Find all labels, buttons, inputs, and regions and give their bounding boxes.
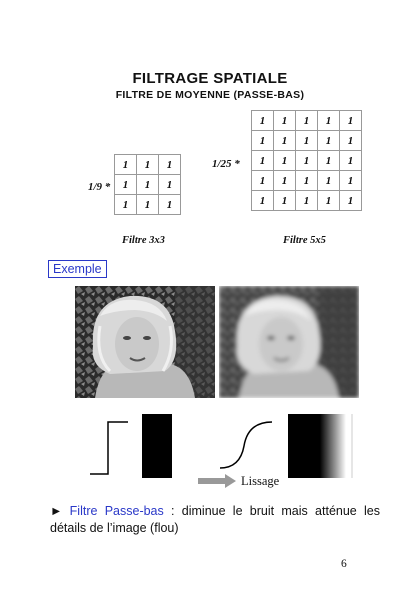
kernel-cell: 1 (158, 194, 181, 215)
description-paragraph: ► Filtre Passe-bas : diminue le bruit ma… (50, 503, 380, 537)
kernel-cell: 1 (317, 190, 340, 211)
step-diagram (90, 414, 353, 488)
kernel-cell: 1 (136, 174, 159, 195)
step-edge-sharp (90, 421, 128, 475)
kernel-cell: 1 (251, 190, 274, 211)
example-label: Exemple (48, 260, 107, 278)
blurred-edge-block (288, 414, 346, 478)
kernel-cell: 1 (158, 174, 181, 195)
kernel-cell: 1 (339, 170, 362, 191)
kernel-cell: 1 (273, 190, 296, 211)
kernel-cell: 1 (339, 130, 362, 151)
kernel-cell: 1 (317, 110, 340, 131)
kernel-cell: 1 (114, 154, 137, 175)
kernel-cell: 1 (317, 130, 340, 151)
kernel-cell: 1 (317, 170, 340, 191)
lissage-label: Lissage (241, 474, 280, 488)
kernel-cell: 1 (251, 170, 274, 191)
original-photo (75, 286, 215, 398)
sharp-edge-block (142, 414, 172, 478)
kernel-3x3-caption: Filtre 3x3 (122, 235, 165, 246)
kernel-cell: 1 (273, 110, 296, 131)
kernel-cell: 1 (251, 130, 274, 151)
kernel-cell: 1 (251, 150, 274, 171)
kernel-3x3-prefix: 1/9 * (88, 181, 111, 193)
step-edge-smooth (219, 421, 273, 469)
page-title: FILTRAGE SPATIALE (132, 70, 288, 87)
kernel-cell: 1 (295, 150, 318, 171)
kernel-cell: 1 (295, 110, 318, 131)
kernel-cell: 1 (339, 150, 362, 171)
kernel-cell: 1 (273, 170, 296, 191)
kernel-cell: 1 (114, 174, 137, 195)
paragraph-text: : diminue le bruit mais atténue les déta… (50, 504, 380, 535)
kernel-5x5-caption: Filtre 5x5 (283, 235, 326, 246)
arrow-icon (198, 474, 236, 488)
kernel-cell: 1 (273, 150, 296, 171)
kernel-cell: 1 (339, 190, 362, 211)
kernel-cell: 1 (114, 194, 137, 215)
kernel-cell: 1 (295, 130, 318, 151)
bullet-icon: ► (50, 504, 63, 518)
kernel-cell: 1 (136, 194, 159, 215)
page-number: 6 (341, 558, 347, 570)
kernel-cell: 1 (339, 110, 362, 131)
kernel-cell: 1 (295, 190, 318, 211)
kernel-cell: 1 (273, 130, 296, 151)
highlight-term: Filtre Passe-bas (69, 504, 164, 518)
kernel-cell: 1 (295, 170, 318, 191)
page-subtitle: FILTRE DE MOYENNE (PASSE-BAS) (115, 89, 305, 101)
kernel-cell: 1 (251, 110, 274, 131)
kernel-cell: 1 (317, 150, 340, 171)
kernel-cell: 1 (158, 154, 181, 175)
smoothed-photo (219, 286, 359, 398)
kernel-5x5-prefix: 1/25 * (212, 158, 240, 170)
kernel-cell: 1 (136, 154, 159, 175)
